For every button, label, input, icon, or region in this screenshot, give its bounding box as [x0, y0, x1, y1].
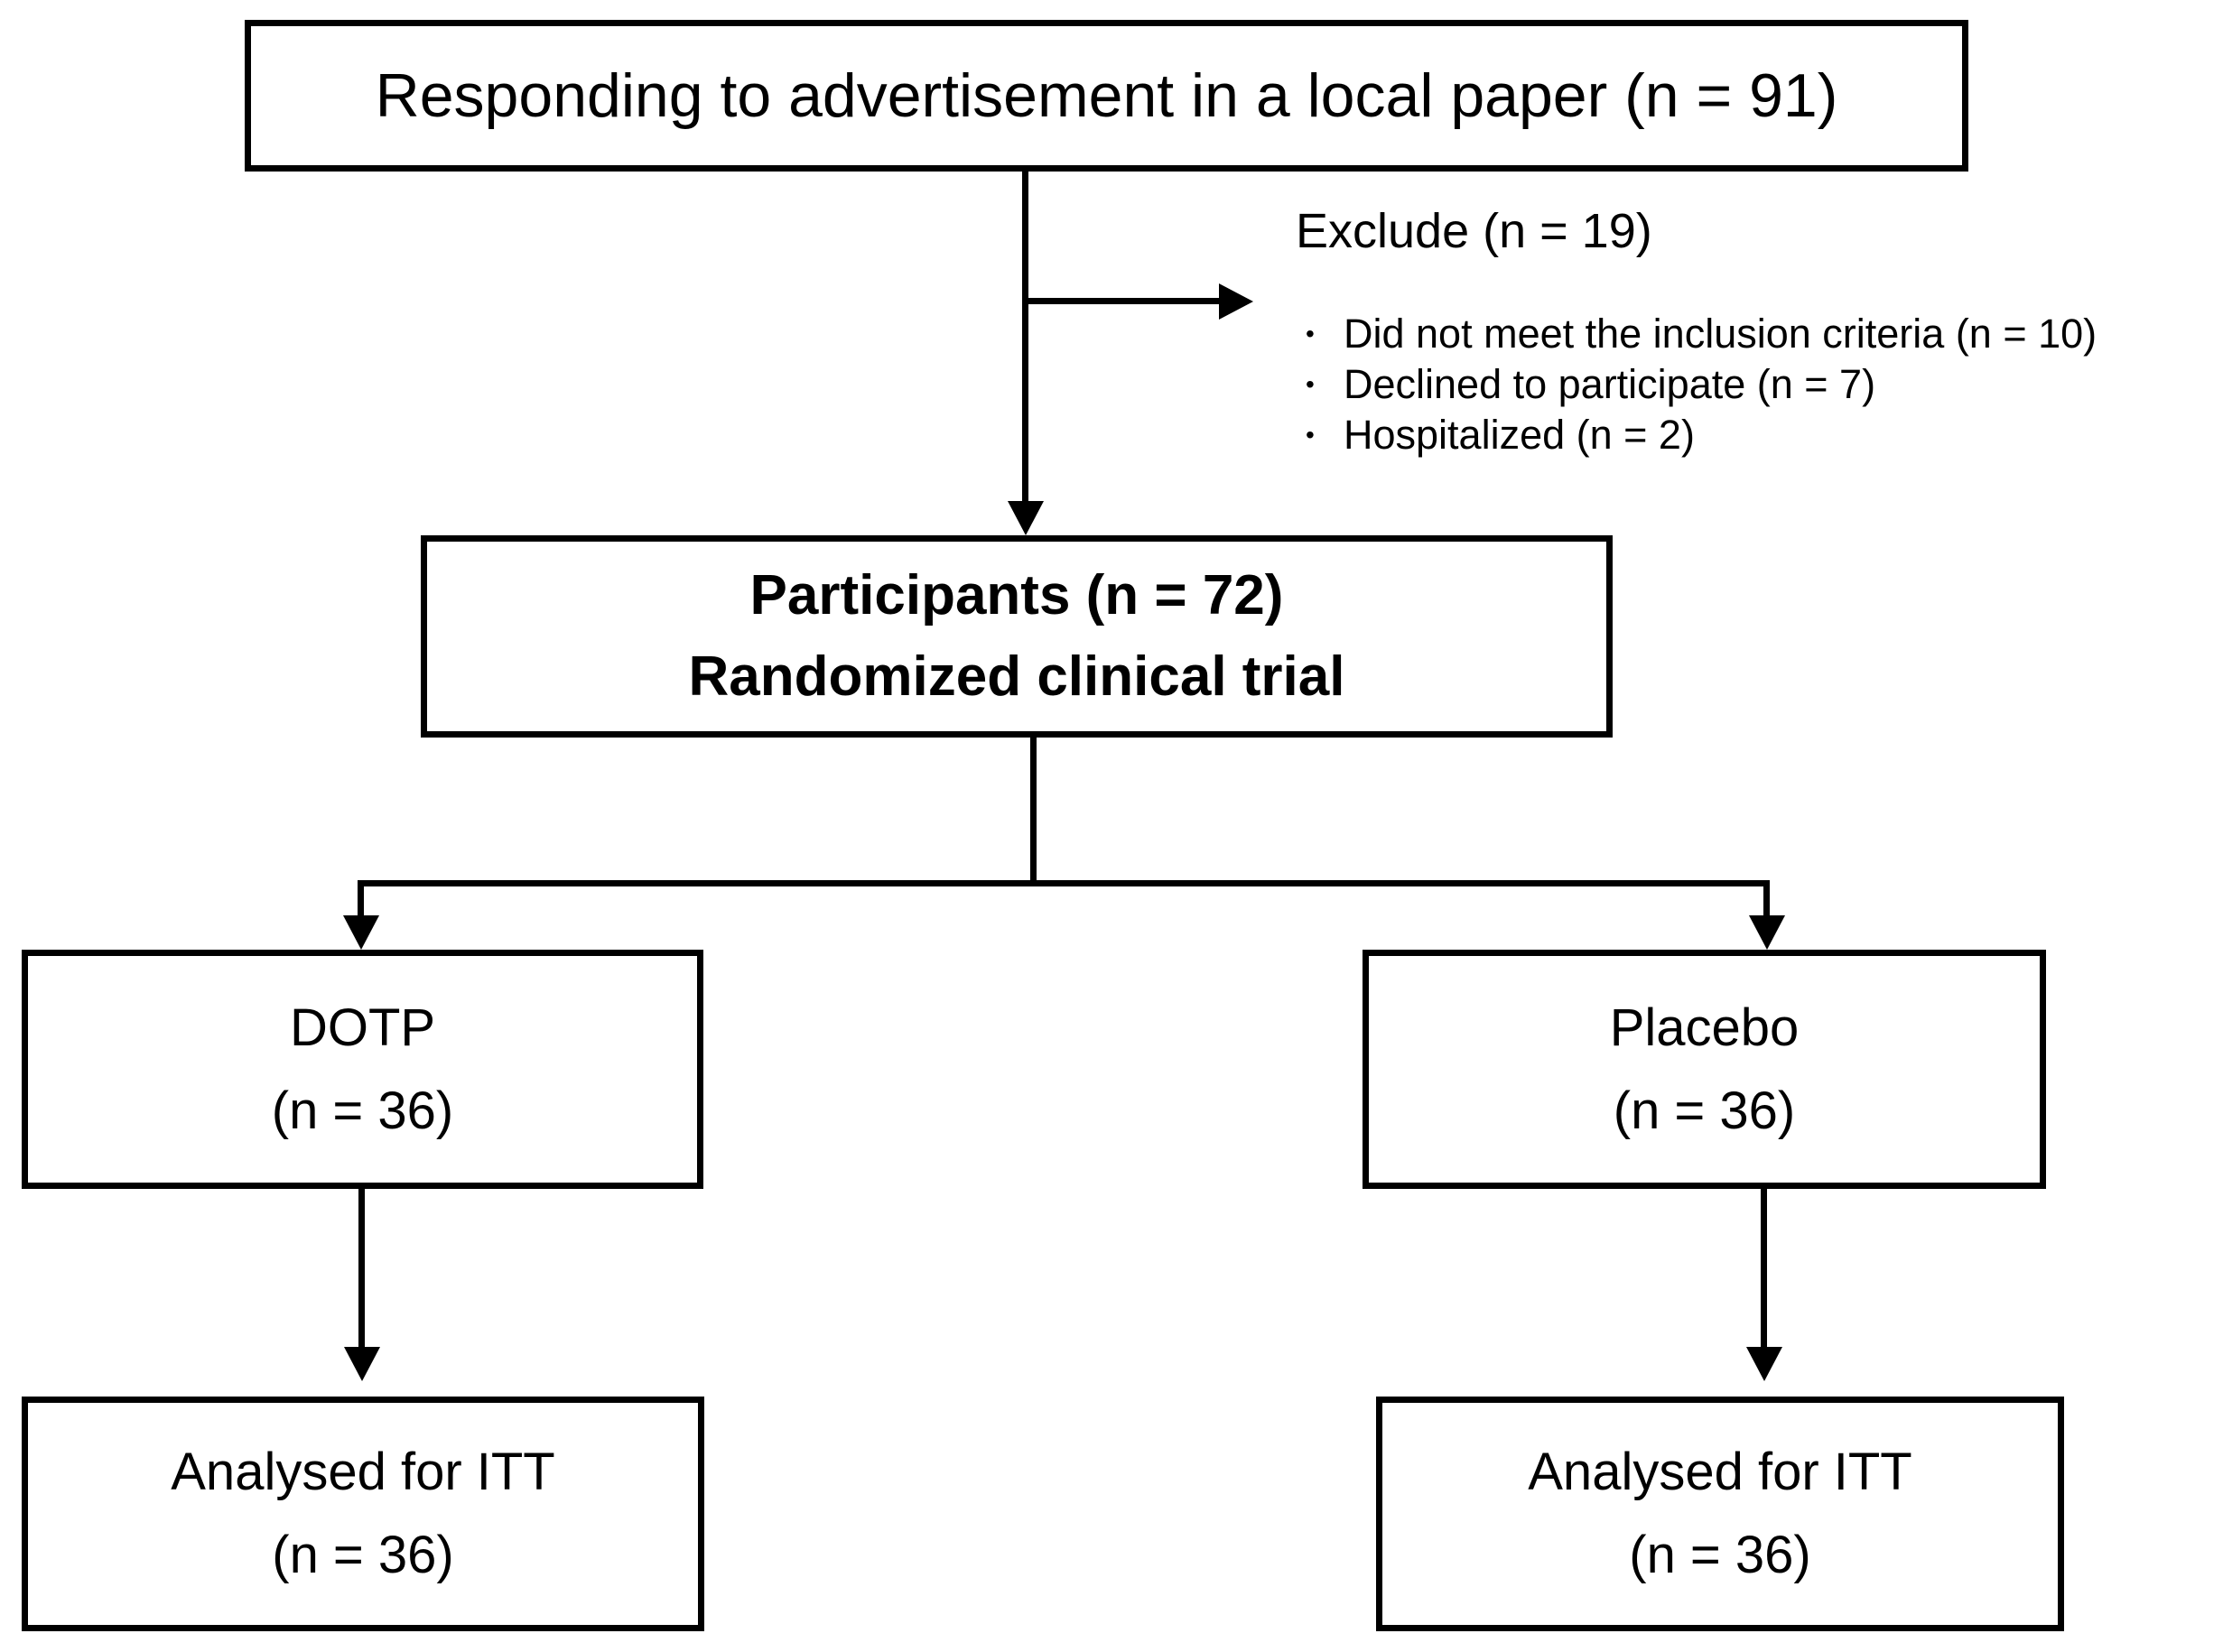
exclude-list: • Did not meet the inclusion criteria (n…: [1306, 309, 2097, 460]
branch-placebo-stub: [1763, 880, 1770, 919]
placebo-box: Placebo (n = 36): [1363, 950, 2046, 1189]
placebo-itt-box: Analysed for ITT (n = 36): [1376, 1397, 2064, 1631]
dotp-box: DOTP (n = 36): [22, 950, 703, 1189]
dotp-label: DOTP: [289, 998, 436, 1057]
participants-line1: Participants (n = 72): [749, 564, 1284, 626]
exclude-item-text: Declined to participate (n = 7): [1344, 361, 1876, 407]
connector-participants-stem: [1030, 738, 1037, 886]
exclude-item-text: Did not meet the inclusion criteria (n =…: [1344, 311, 2097, 357]
exclude-item: • Declined to participate (n = 7): [1306, 359, 2097, 410]
arrowhead-down-dotp-icon: [343, 915, 379, 950]
bullet-dot-icon: •: [1306, 421, 1315, 449]
respond-box: Responding to advertisement in a local p…: [245, 20, 1968, 172]
placebo-itt-n: (n = 36): [1629, 1526, 1811, 1584]
exclude-item: • Hospitalized (n = 2): [1306, 410, 2097, 460]
dotp-itt-box: Analysed for ITT (n = 36): [22, 1397, 704, 1631]
dotp-n: (n = 36): [271, 1081, 454, 1140]
connector-respond-to-participants: [1022, 172, 1028, 504]
dotp-itt-n: (n = 36): [272, 1526, 454, 1584]
placebo-itt-label: Analysed for ITT: [1528, 1443, 1912, 1501]
exclude-item: • Did not meet the inclusion criteria (n…: [1306, 309, 2097, 359]
arrowhead-down-placebo-itt-icon: [1746, 1347, 1782, 1381]
connector-exclude-branch: [1022, 298, 1221, 304]
placebo-label: Placebo: [1609, 998, 1800, 1057]
exclude-title: Exclude (n = 19): [1296, 204, 1652, 258]
branch-horizontal: [360, 880, 1770, 886]
connector-dotp-to-itt: [358, 1189, 365, 1349]
branch-dotp-stub: [358, 880, 364, 919]
arrowhead-down-dotp-itt-icon: [344, 1347, 380, 1381]
placebo-n: (n = 36): [1613, 1081, 1796, 1140]
participants-line2: Randomized clinical trial: [688, 645, 1345, 708]
participants-box: Participants (n = 72) Randomized clinica…: [421, 535, 1613, 738]
respond-label: Responding to advertisement in a local p…: [375, 61, 1838, 130]
exclude-item-text: Hospitalized (n = 2): [1344, 412, 1695, 458]
arrowhead-right-exclude-icon: [1219, 283, 1253, 320]
arrowhead-down-placebo-icon: [1749, 915, 1785, 950]
bullet-dot-icon: •: [1306, 320, 1315, 348]
bullet-dot-icon: •: [1306, 370, 1315, 398]
connector-placebo-to-itt: [1761, 1189, 1767, 1349]
arrowhead-down-participants-icon: [1008, 501, 1044, 535]
dotp-itt-label: Analysed for ITT: [171, 1443, 555, 1501]
